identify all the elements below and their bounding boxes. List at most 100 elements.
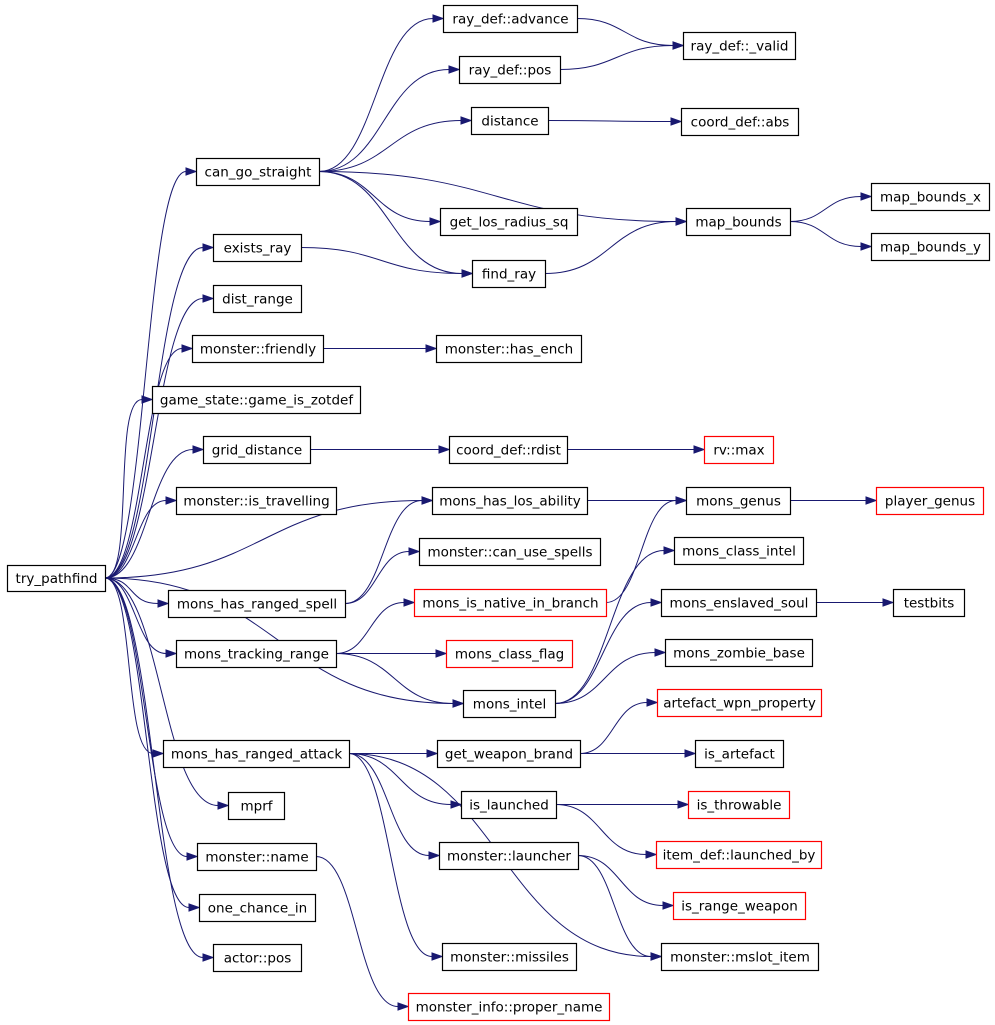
- node-mons-zombie-base[interactable]: mons_zombie_base: [664, 638, 814, 668]
- edge-mons_enslaved_soul-to-testbits: [815, 598, 895, 607]
- node-monster-name[interactable]: monster::name: [196, 842, 318, 872]
- node-is-artefact[interactable]: is_artefact: [694, 739, 785, 769]
- node-map-bounds-x[interactable]: map_bounds_x: [870, 182, 991, 212]
- node-map-bounds-y[interactable]: map_bounds_y: [870, 232, 991, 262]
- arrowhead: [460, 116, 473, 125]
- arrowhead: [152, 749, 165, 758]
- node-monster-friendly[interactable]: monster::friendly: [191, 334, 325, 364]
- node-monster-missiles[interactable]: monster::missiles: [441, 942, 578, 972]
- arrowhead: [677, 800, 690, 809]
- node-label: monster::name: [205, 850, 308, 866]
- arrowhead: [408, 547, 421, 556]
- node-mons-genus[interactable]: mons_genus: [685, 486, 792, 516]
- node-box: [212, 233, 303, 263]
- edge-line: [335, 602, 405, 654]
- edge-line: [318, 18, 434, 172]
- node-item-def-launched-by[interactable]: item_def::launched_by: [655, 840, 823, 870]
- edge-line: [104, 171, 187, 579]
- node-box: [471, 259, 547, 289]
- node-exists-ray[interactable]: exists_ray: [212, 233, 303, 263]
- arrowhead: [672, 41, 685, 50]
- node-label: one_chance_in: [208, 901, 307, 917]
- node-try-pathfind[interactable]: try_pathfind: [6, 564, 107, 593]
- node-one-chance-in[interactable]: one_chance_in: [198, 893, 317, 923]
- edge-line: [554, 602, 652, 704]
- node-label: exists_ray: [224, 241, 292, 257]
- node-box: [673, 536, 805, 566]
- node-box: [870, 232, 991, 262]
- node-can-go-straight[interactable]: can_go_straight: [195, 157, 321, 187]
- node-box: [445, 639, 574, 669]
- node-get-weapon-brand[interactable]: get_weapon_brand: [436, 739, 582, 769]
- node-map-bounds[interactable]: map_bounds: [685, 207, 792, 237]
- edge-mons_has_ranged_attack-to-is_launched: [348, 753, 463, 809]
- edge-line: [559, 45, 674, 70]
- node-label: ray_def::advance: [452, 12, 568, 28]
- node-mons-class-flag[interactable]: mons_class_flag: [445, 639, 574, 669]
- node-ray-def-advance[interactable]: ray_def::advance: [442, 4, 579, 34]
- node-ray-def-valid[interactable]: ray_def::_valid: [682, 31, 797, 61]
- node-mons-is-native-in-branch[interactable]: mons_is_native_in_branch: [413, 588, 608, 618]
- node-mons-tracking-range[interactable]: mons_tracking_range: [175, 639, 338, 669]
- edge-line: [348, 753, 433, 957]
- edge-try_pathfind-to-actor_pos: [104, 577, 215, 962]
- node-grid-distance[interactable]: grid_distance: [202, 435, 312, 465]
- node-label: rv::max: [713, 443, 764, 459]
- node-distance[interactable]: distance: [470, 106, 550, 136]
- node-monster-info-proper-name[interactable]: monster_info::proper_name: [407, 992, 611, 1022]
- node-label: get_weapon_brand: [445, 747, 573, 763]
- node-label: mprf: [240, 799, 273, 815]
- node-label: game_state::game_is_zotdef: [160, 393, 354, 409]
- node-actor-pos[interactable]: actor::pos: [212, 943, 303, 973]
- node-mons-has-ranged-spell[interactable]: mons_has_ranged_spell: [167, 589, 347, 619]
- node-mprf[interactable]: mprf: [227, 791, 286, 821]
- node-mons-enslaved-soul[interactable]: mons_enslaved_soul: [660, 588, 818, 618]
- node-player-genus[interactable]: player_genus: [875, 486, 985, 516]
- node-artefact-wpn-property[interactable]: artefact_wpn_property: [656, 688, 823, 718]
- node-monster-mslot-item[interactable]: monster::mslot_item: [660, 942, 820, 972]
- node-mons-class-intel[interactable]: mons_class_intel: [673, 536, 805, 566]
- edge-line: [104, 577, 204, 958]
- edge-map_bounds-to-map_bounds_x: [789, 192, 873, 222]
- edge-monster_launcher-to-monster_mslot_item: [577, 855, 663, 961]
- arrowhead: [684, 749, 697, 758]
- arrowhead: [645, 850, 658, 859]
- node-monster-has-ench[interactable]: monster::has_ench: [435, 334, 583, 364]
- node-dist-range[interactable]: dist_range: [212, 284, 303, 314]
- node-label: actor::pos: [224, 951, 292, 967]
- edge-line: [104, 348, 183, 579]
- node-box: [439, 207, 579, 237]
- node-ray-def-pos[interactable]: ray_def::pos: [458, 55, 562, 85]
- edge-line: [554, 550, 665, 704]
- node-monster-launcher[interactable]: monster::launcher: [438, 841, 580, 871]
- arrowhead: [646, 698, 659, 707]
- node-mons-has-ranged-attack[interactable]: mons_has_ranged_attack: [162, 739, 351, 769]
- node-label: mons_is_native_in_branch: [422, 596, 598, 612]
- edge-monster_launcher-to-is_range_weapon: [577, 855, 675, 910]
- node-find-ray[interactable]: find_ray: [471, 259, 547, 289]
- edge-line: [348, 753, 452, 805]
- node-testbits[interactable]: testbits: [892, 588, 966, 618]
- node-coord-def-abs[interactable]: coord_def::abs: [680, 107, 800, 137]
- node-mons-has-los-ability[interactable]: mons_has_los_ability: [431, 486, 589, 516]
- node-label: monster_info::proper_name: [416, 1000, 603, 1016]
- node-is-throwable[interactable]: is_throwable: [687, 790, 791, 820]
- node-game-is-zotdef[interactable]: game_state::game_is_zotdef: [151, 385, 362, 415]
- node-is-launched[interactable]: is_launched: [460, 790, 558, 820]
- node-coord-def-rdist[interactable]: coord_def::rdist: [448, 435, 569, 465]
- node-monster-can-use-spells[interactable]: monster::can_use_spells: [418, 537, 602, 567]
- node-label: monster::can_use_spells: [427, 545, 592, 561]
- edge-line: [576, 18, 674, 46]
- node-get-los-radius-sq[interactable]: get_los_radius_sq: [439, 207, 579, 237]
- node-label: dist_range: [222, 292, 293, 308]
- arrowhead: [882, 598, 895, 607]
- node-box: [436, 739, 582, 769]
- edge-line: [318, 120, 462, 172]
- node-mons-intel[interactable]: mons_intel: [462, 689, 557, 719]
- node-box: [413, 588, 608, 618]
- node-box: [685, 486, 792, 516]
- node-rv-max[interactable]: rv::max: [703, 435, 775, 465]
- node-monster-is-travelling[interactable]: monster::is_travelling: [175, 486, 338, 516]
- node-is-range-weapon[interactable]: is_range_weapon: [672, 891, 807, 921]
